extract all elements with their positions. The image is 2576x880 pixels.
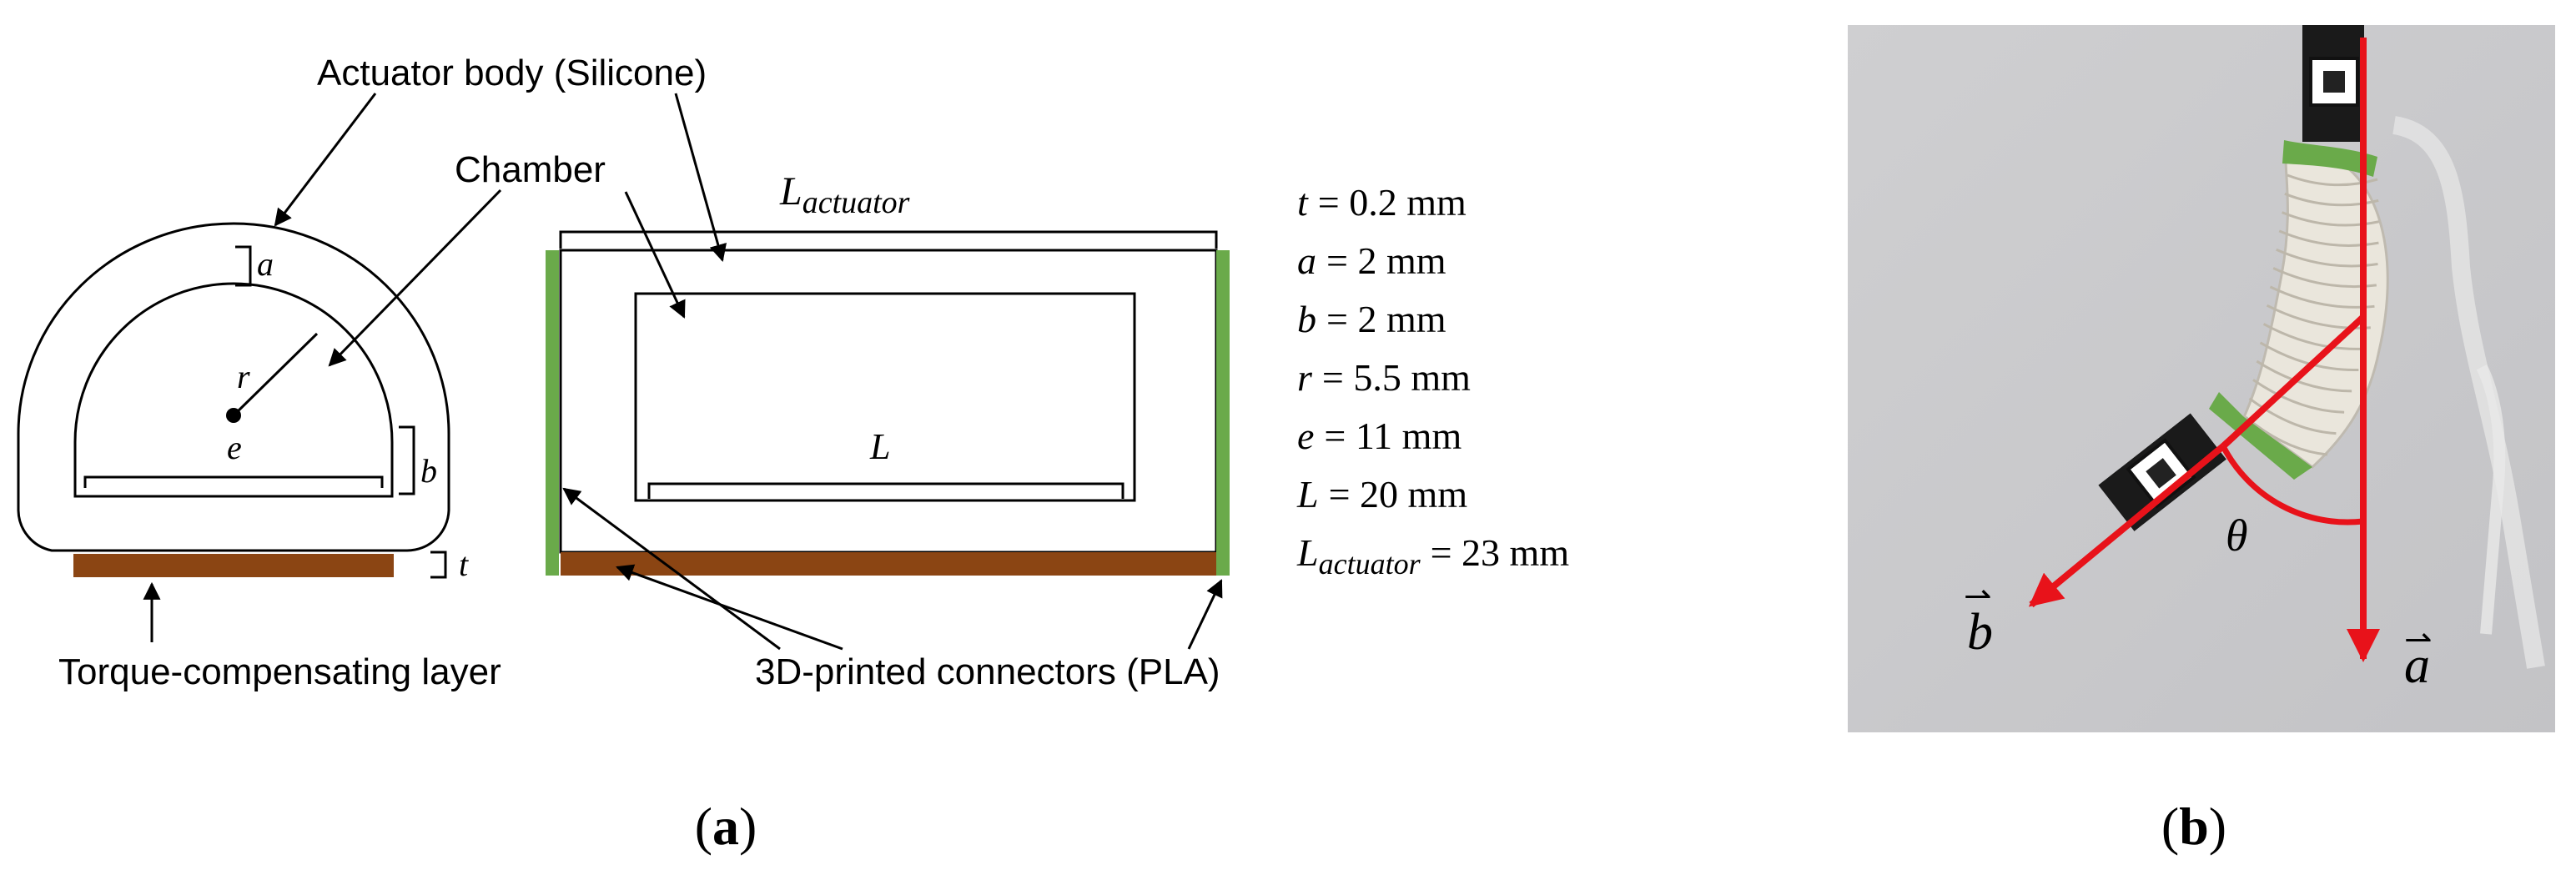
symbol-t: t xyxy=(459,546,469,583)
actuator-rib xyxy=(2262,323,2366,350)
symbol-L-actuator: Lactuator xyxy=(779,169,910,220)
label-chamber: Chamber xyxy=(455,149,606,190)
connector-right xyxy=(1216,250,1230,576)
chamber-side-floor xyxy=(647,482,1124,499)
bracket-a xyxy=(235,245,252,287)
actuator-body-outer xyxy=(17,222,450,552)
bracket-t xyxy=(430,551,447,579)
parameter-row: b= 2 mm xyxy=(1297,298,1446,340)
svg-text:⇀: ⇀ xyxy=(2404,621,2433,658)
dimension-bracket xyxy=(559,230,1218,249)
parameter-row: Lactuator= 23 mm xyxy=(1296,531,1569,581)
label-connectors: 3D-printed connectors (PLA) xyxy=(755,651,1220,692)
parameter-row: t= 0.2 mm xyxy=(1297,181,1467,224)
parameter-row: r= 5.5 mm xyxy=(1297,356,1471,399)
bracket-b xyxy=(399,425,415,495)
bent-actuator xyxy=(2242,148,2389,469)
symbol-e: e xyxy=(227,429,242,466)
radius-line xyxy=(232,332,319,417)
torque-layer-cross xyxy=(73,554,394,577)
actuator-rib xyxy=(2282,211,2379,227)
arrow-connector-left xyxy=(562,487,781,651)
actuator-rib xyxy=(2252,379,2345,414)
arrow-chamber-side xyxy=(624,191,686,319)
vector-b-line xyxy=(2028,443,2226,608)
cross-section-view: r e a b t xyxy=(17,222,469,583)
arrow-connector-right xyxy=(1187,579,1223,650)
chamber-outline xyxy=(73,282,394,498)
panel-b: θ b ⇀ a ⇀ (b) xyxy=(1848,25,2555,856)
symbol-a: a xyxy=(257,245,274,283)
actuator-rib xyxy=(2278,229,2379,247)
bottom-mount xyxy=(2098,413,2226,531)
green-connector-bottom xyxy=(2209,392,2312,480)
label-vector-b: b ⇀ xyxy=(1964,577,1993,661)
actuator-rib xyxy=(2287,173,2378,187)
svg-text:a: a xyxy=(2404,637,2430,694)
parameter-row: a= 2 mm xyxy=(1297,239,1446,282)
parameter-row: L= 20 mm xyxy=(1296,473,1467,515)
angle-arc xyxy=(2220,445,2364,525)
arrow-body-cross xyxy=(274,93,377,227)
chamber-floor xyxy=(83,475,384,488)
arrow-body-side xyxy=(674,93,727,263)
green-connector-top xyxy=(2282,140,2377,177)
actuator-rib xyxy=(2266,304,2371,329)
caption-a: (a) xyxy=(695,797,757,856)
arrow-chamber-cross xyxy=(328,189,502,367)
actuator-rib xyxy=(2256,360,2352,393)
symbol-r: r xyxy=(237,358,250,395)
parameter-list: t= 0.2 mm a= 2 mm b= 2 mm r= 5.5 mm e= 11 mm… xyxy=(1296,181,1569,581)
tube-small xyxy=(2476,364,2506,635)
panel-a: r e a b t L Lactuator Actuator body xyxy=(17,53,1569,856)
connector-left xyxy=(546,250,559,576)
caption-b: (b) xyxy=(2161,797,2226,856)
svg-text:b: b xyxy=(1967,604,1993,661)
label-torque-layer: Torque-compensating layer xyxy=(58,651,501,692)
arrow-torque-side xyxy=(616,564,843,651)
angle-theta: θ xyxy=(2226,510,2248,561)
label-vector-a: a ⇀ xyxy=(2404,621,2433,694)
symbol-L: L xyxy=(869,426,890,467)
actuator-body-side xyxy=(559,249,1218,554)
torque-layer-side xyxy=(561,552,1216,576)
actuator-rib xyxy=(2248,397,2337,435)
symbol-b: b xyxy=(420,452,437,490)
actuator-rib xyxy=(2245,415,2328,456)
top-marker-inner xyxy=(2323,71,2345,93)
label-actuator-body: Actuator body (Silicone) xyxy=(317,53,707,93)
side-view: L Lactuator xyxy=(546,169,1230,576)
parameter-row: e= 11 mm xyxy=(1297,415,1462,457)
actuator-rib xyxy=(2284,192,2379,207)
vector-b-helper xyxy=(2221,314,2366,449)
chamber-side xyxy=(634,292,1136,502)
photo-background xyxy=(1848,25,2555,732)
svg-text:⇀: ⇀ xyxy=(1964,577,1992,615)
